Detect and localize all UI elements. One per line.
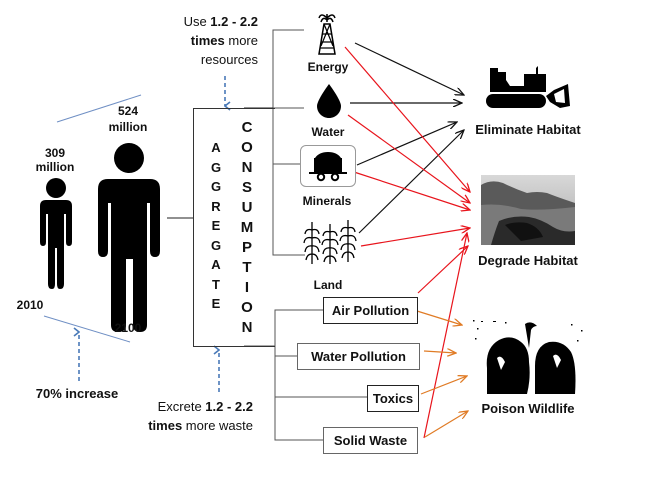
consumption-letter: U — [241, 199, 253, 216]
eroded-landscape-photo — [481, 175, 575, 245]
pop-2100-unit: million — [108, 120, 148, 134]
arrow-minerals-eliminate — [356, 122, 457, 166]
corn-crop-icon — [303, 220, 357, 264]
mine-cart-icon — [309, 152, 347, 182]
consumption-letter: I — [244, 279, 250, 296]
waste-note: Excrete 1.2 - 2.2 times more waste — [128, 397, 253, 435]
arrow-solid-waste-poison — [424, 411, 468, 438]
arrow-minerals-degrade — [353, 171, 470, 210]
arrow-air-degrade — [417, 246, 468, 294]
consumption-letter: P — [241, 239, 252, 256]
waste-note-suffix: more waste — [182, 418, 253, 433]
consumption-letter: M — [240, 219, 254, 236]
resource-minerals-label: Minerals — [302, 194, 352, 208]
aggregate-consumption-box — [193, 108, 275, 347]
aggregate-letter: A — [211, 257, 221, 272]
arrow-water-pollution-poison — [423, 351, 456, 353]
waste-toxics-box: Toxics — [367, 385, 419, 412]
consumption-letter: N — [241, 319, 253, 336]
arrow-solid-waste-degrade — [423, 233, 467, 439]
aggregate-letter: E — [211, 296, 221, 311]
resources-note: Use 1.2 - 2.2 times more resources — [176, 12, 258, 69]
pop-2100-number: 524 — [117, 104, 139, 118]
arrow-land-eliminate — [358, 130, 464, 234]
arrow-energy-eliminate — [354, 42, 464, 95]
oiled-birds-silhouette — [473, 320, 583, 394]
consumption-letter: N — [241, 159, 253, 176]
aggregate-letter: E — [211, 218, 221, 233]
aggregate-letter: G — [210, 159, 222, 175]
waste-water-pollution-box: Water Pollution — [297, 343, 420, 370]
pop-2010-number: 309 — [44, 146, 66, 160]
population-2010-value: 309 million — [30, 146, 80, 174]
waste-note-range: 1.2 - 2.2 — [205, 399, 253, 414]
resource-water-label: Water — [311, 125, 345, 139]
consumption-letter: O — [241, 299, 253, 316]
population-2100-value: 524 million — [103, 103, 153, 135]
consumption-letter: T — [242, 259, 252, 276]
arrow-toxics-poison — [420, 376, 467, 395]
waste-bracket — [274, 309, 324, 441]
pop-2010-unit: million — [35, 160, 75, 174]
water-drop-icon — [317, 84, 341, 118]
consumption-letter: C — [241, 119, 253, 136]
aggregate-letter: R — [211, 198, 221, 214]
arrow-water-degrade — [347, 114, 470, 203]
impact-degrade-habitat-label: Degrade Habitat — [478, 253, 578, 268]
waste-note-times: times — [148, 418, 183, 433]
year-2100-label: 2100 — [114, 321, 142, 335]
resources-note-resources: resources — [200, 52, 258, 67]
impact-eliminate-habitat-label: Eliminate Habitat — [475, 122, 581, 137]
resources-note-times: times — [190, 33, 225, 48]
resources-note-more: more — [224, 33, 258, 48]
increase-label: 70% increase — [35, 386, 119, 401]
waste-solid-waste-box: Solid Waste — [323, 427, 418, 454]
arrow-air-poison — [416, 310, 462, 325]
consumption-letter: O — [241, 139, 253, 156]
resource-energy-label: Energy — [307, 60, 349, 74]
trend-line-bottom — [43, 315, 131, 343]
person-2100-icon — [98, 143, 160, 332]
aggregate-letter: A — [211, 140, 221, 155]
resource-land-label: Land — [313, 278, 343, 292]
waste-note-prefix: Excrete — [157, 399, 206, 414]
arrow-land-degrade — [360, 228, 470, 247]
impact-poison-wildlife-label: Poison Wildlife — [481, 401, 575, 416]
arrow-energy-degrade — [344, 46, 470, 192]
oil-derrick-icon — [318, 14, 336, 55]
resources-note-range: 1.2 - 2.2 — [210, 14, 258, 29]
aggregate-letter: G — [210, 237, 222, 253]
year-2010-label: 2010 — [16, 298, 44, 312]
aggregate-letter: T — [212, 276, 220, 292]
consumption-letter: S — [241, 179, 252, 196]
bulldozer-icon — [486, 66, 570, 108]
mine-cart-icon-frame — [300, 145, 356, 187]
person-2010-icon — [40, 178, 72, 289]
trend-line-top — [56, 94, 142, 123]
resource-bracket — [272, 29, 305, 256]
aggregate-letter: G — [210, 179, 222, 194]
resources-note-prefix: Use — [183, 14, 211, 29]
waste-air-pollution-box: Air Pollution — [323, 297, 418, 324]
